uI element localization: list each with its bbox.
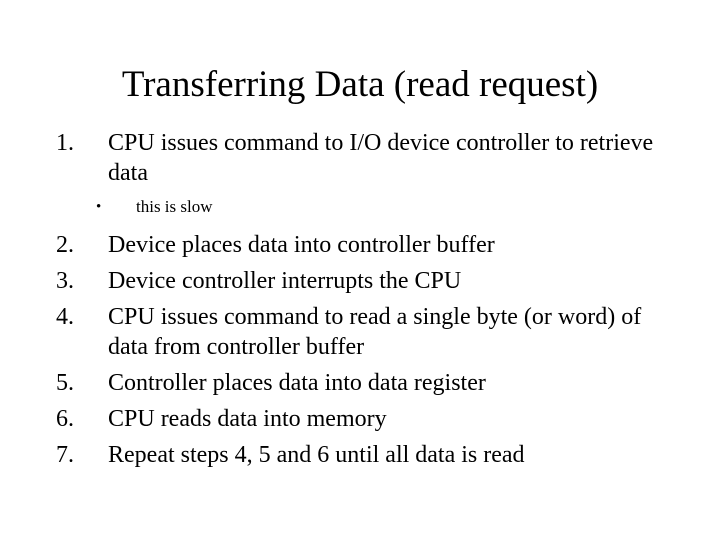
list-item-marker: 5. [56, 370, 74, 396]
list-item: 7. Repeat steps 4, 5 and 6 until all dat… [56, 440, 666, 470]
list-item: 1. CPU issues command to I/O device cont… [56, 128, 666, 188]
sub-bullet-label: this is slow [136, 197, 213, 216]
list-item-marker: 6. [56, 406, 74, 432]
page-title: Transferring Data (read request) [121, 63, 599, 105]
list-item: 4. CPU issues command to read a single b… [56, 302, 666, 362]
list-item-marker: 7. [56, 442, 74, 468]
list-item-marker: 2. [56, 232, 74, 258]
list-item-label: Repeat steps 4, 5 and 6 until all data i… [108, 442, 525, 468]
list-item: 3. Device controller interrupts the CPU [56, 266, 666, 296]
list-item-label: Device places data into controller buffe… [108, 232, 495, 258]
list-item-marker: 1. [56, 130, 74, 156]
list-item: 6. CPU reads data into memory [56, 404, 666, 434]
sub-bullet-item: • this is slow [56, 196, 666, 218]
list-item-label: Device controller interrupts the CPU [108, 268, 462, 294]
numbered-list: 1. CPU issues command to I/O device cont… [56, 128, 666, 476]
list-item-label: Controller places data into data registe… [108, 370, 486, 396]
list-item: 5. Controller places data into data regi… [56, 368, 666, 398]
list-item-label: CPU issues command to read a single byte… [108, 304, 642, 360]
bullet-icon: • [96, 199, 102, 215]
list-item-label: CPU reads data into memory [108, 406, 387, 432]
list-item-marker: 4. [56, 304, 74, 330]
list-item: 2. Device places data into controller bu… [56, 230, 666, 260]
list-item-marker: 3. [56, 268, 74, 294]
list-item-label: CPU issues command to I/O device control… [108, 130, 654, 186]
